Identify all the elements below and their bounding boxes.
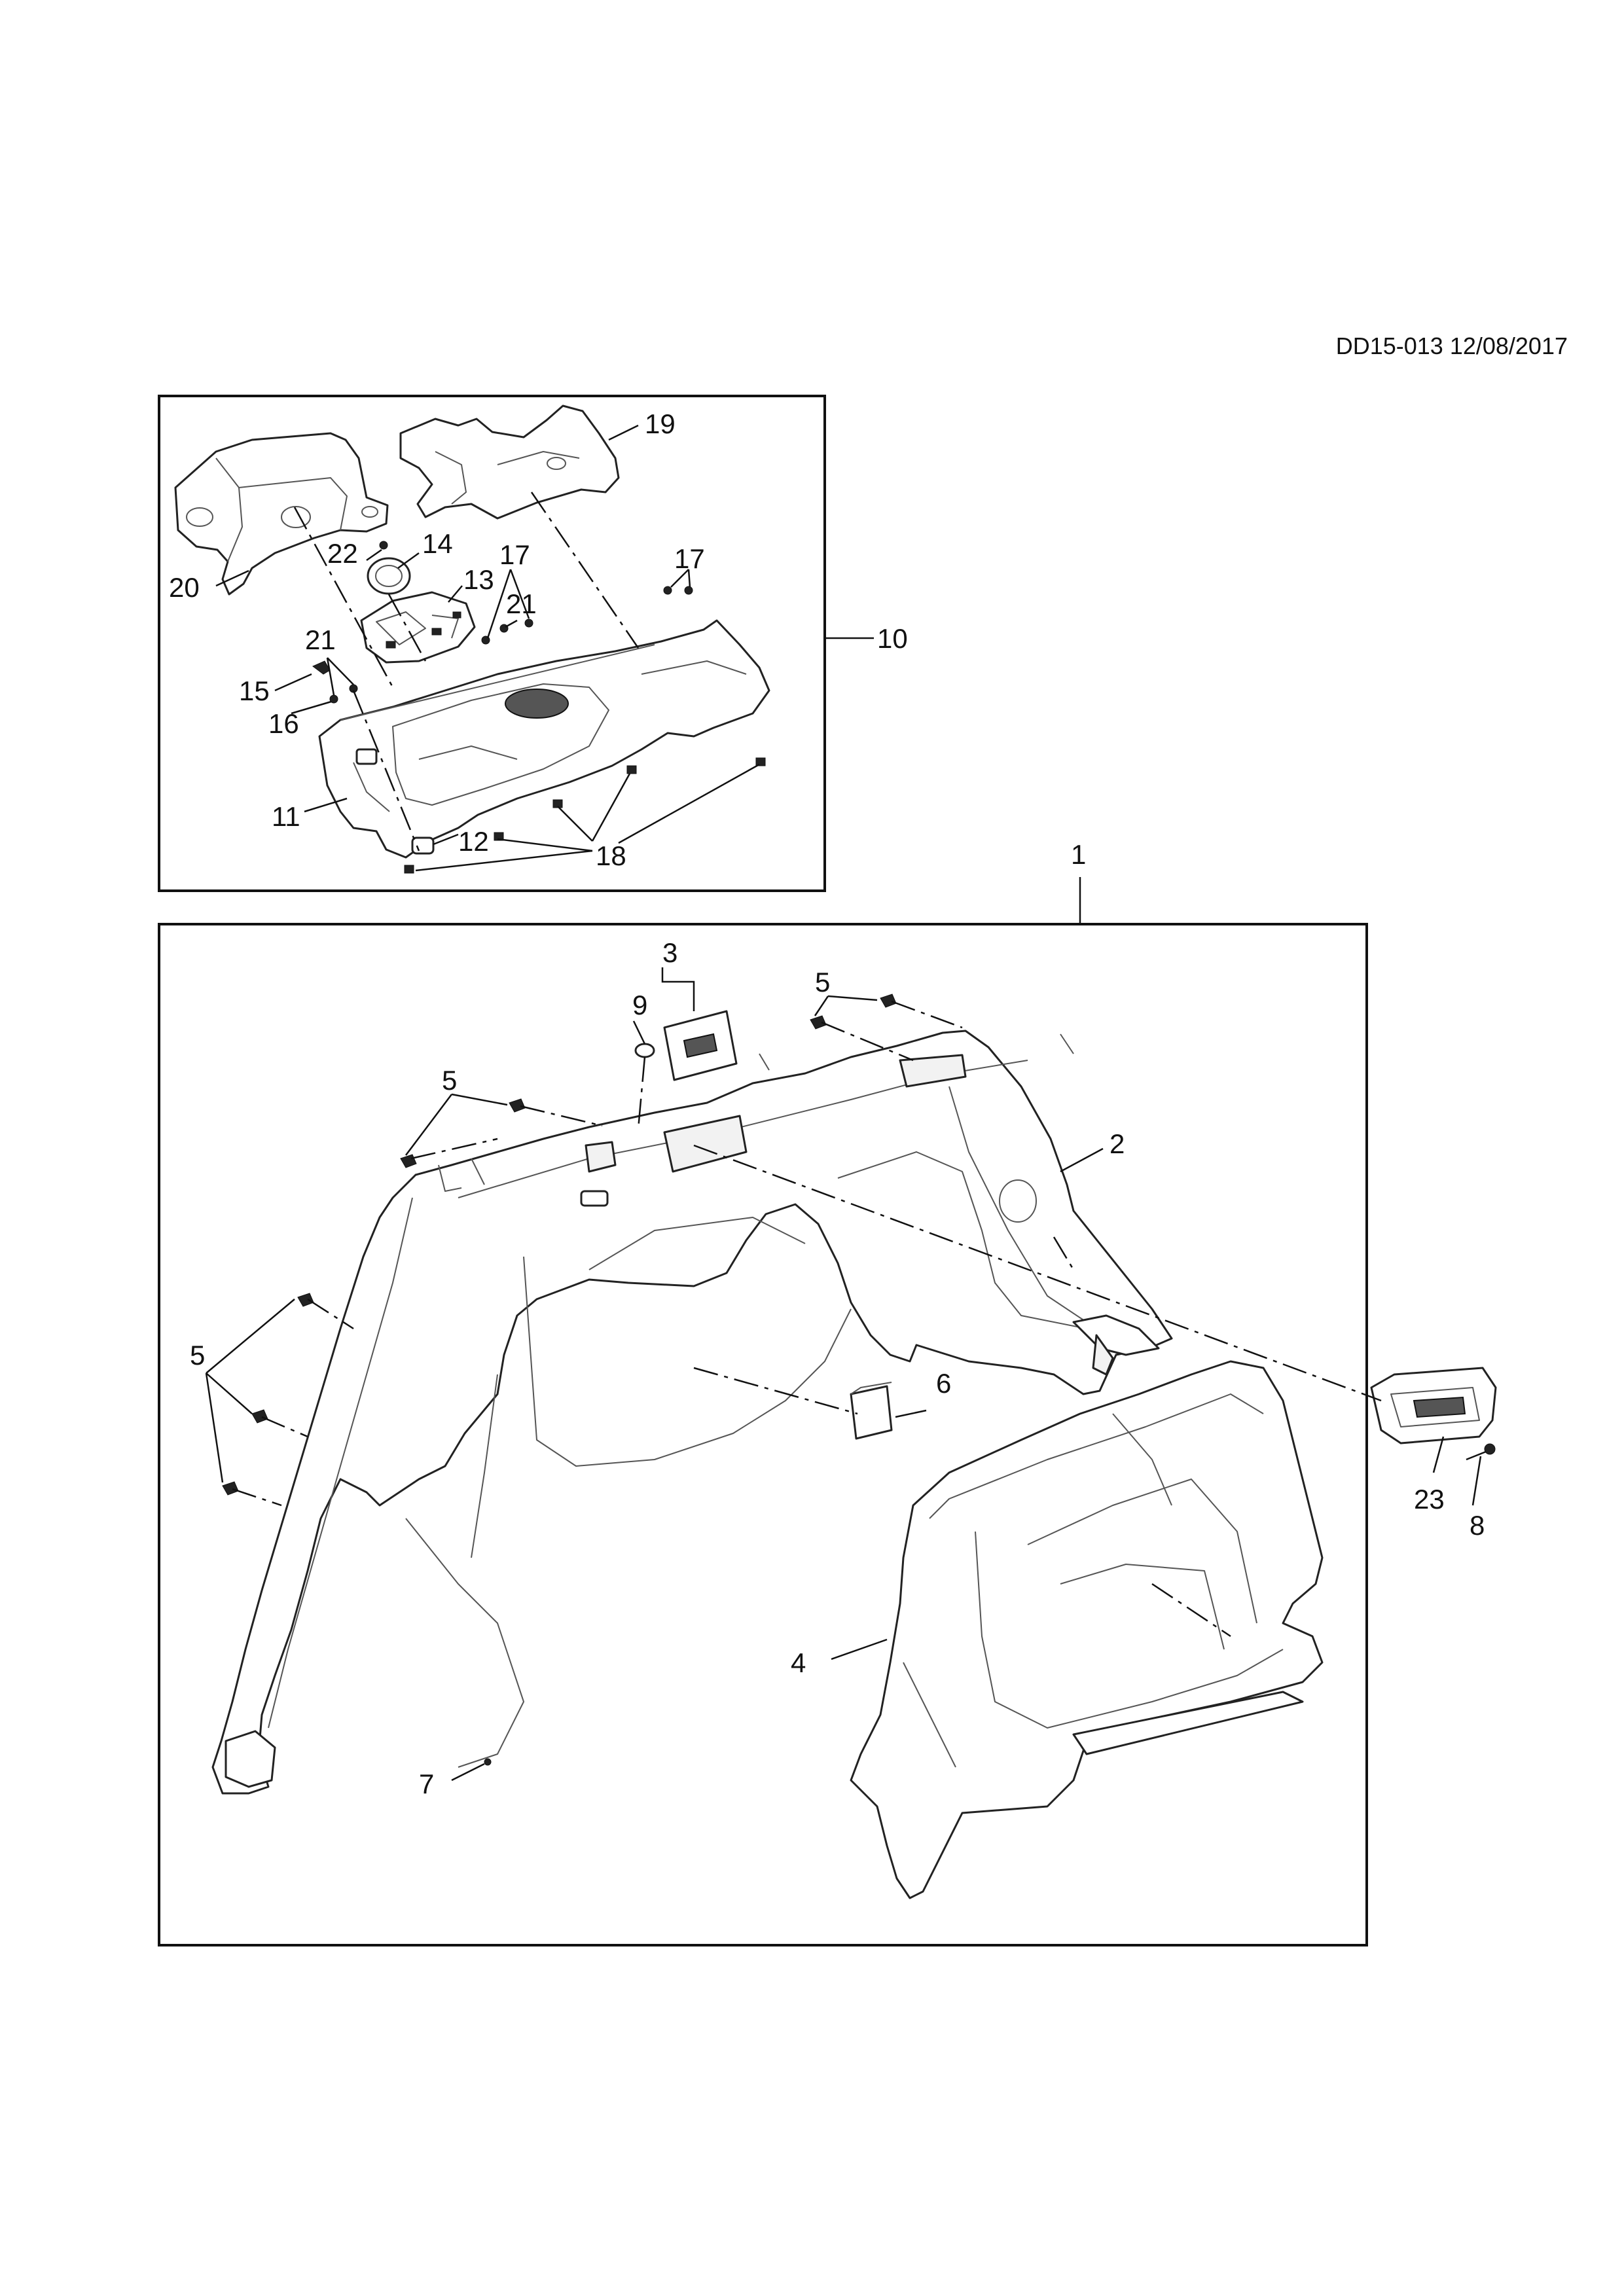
callout-5-top-right: 5: [815, 967, 830, 997]
part-14-speaker: [367, 541, 411, 595]
main-frame-1: [158, 877, 1368, 1946]
part-13-speaker-bracket: [360, 591, 476, 664]
callout-16: 16: [268, 708, 299, 739]
callout-18: 18: [596, 840, 626, 871]
callout-9: 9: [632, 990, 647, 1020]
callout-19: 19: [645, 408, 676, 439]
part-2-quarter-panel: [211, 1030, 1173, 1795]
part-7-pin: [484, 1758, 492, 1766]
part-23-vent: [1370, 1367, 1497, 1444]
callout-5-left: 5: [190, 1340, 205, 1371]
callout-6: 6: [936, 1368, 951, 1399]
part-8-screw: [1466, 1443, 1496, 1461]
callout-10: 10: [877, 623, 908, 654]
part-11-quarter-trim: [318, 619, 770, 859]
callout-15: 15: [239, 675, 270, 706]
callout-21-left: 21: [305, 624, 336, 655]
part-20-bracket: [174, 432, 389, 596]
callout-14: 14: [422, 528, 453, 559]
part-6-block: [850, 1382, 893, 1440]
callout-5-top-left: 5: [442, 1065, 457, 1096]
callout-21-center: 21: [506, 588, 537, 619]
callout-12: 12: [458, 826, 489, 857]
callout-7: 7: [419, 1768, 434, 1799]
main-leaders: [205, 967, 1482, 1782]
part-4-wheelhouse-panel: [850, 1360, 1324, 1899]
callout-20: 20: [169, 572, 200, 603]
callout-1: 1: [1071, 839, 1086, 870]
callout-2: 2: [1110, 1128, 1125, 1159]
detail-alignment-lines: [293, 492, 640, 852]
callout-23: 23: [1414, 1484, 1445, 1515]
callout-17-right: 17: [674, 543, 705, 574]
callout-22: 22: [327, 538, 358, 569]
detail-frame-10: [158, 395, 874, 892]
document-id-date: DD15-013 12/08/2017: [1335, 332, 1568, 359]
callout-4: 4: [791, 1647, 806, 1678]
detail-clips: [312, 586, 766, 874]
main-alignment-lines: [232, 1000, 1382, 1638]
callout-13: 13: [463, 564, 494, 595]
part-3-inset-trim: [663, 1010, 738, 1081]
part-19-upper-trim: [399, 404, 620, 520]
detail-leaders: [215, 424, 760, 872]
part-12-cap: [411, 836, 435, 855]
callout-17-left: 17: [499, 539, 530, 570]
callout-3: 3: [662, 937, 677, 968]
callout-numbers: 19 20 22 14 13 17 17 21 21 10 15 16 11 1…: [169, 408, 1485, 1799]
callout-11: 11: [272, 801, 300, 832]
part-9-clip: [634, 1043, 655, 1058]
callout-8: 8: [1470, 1510, 1485, 1541]
